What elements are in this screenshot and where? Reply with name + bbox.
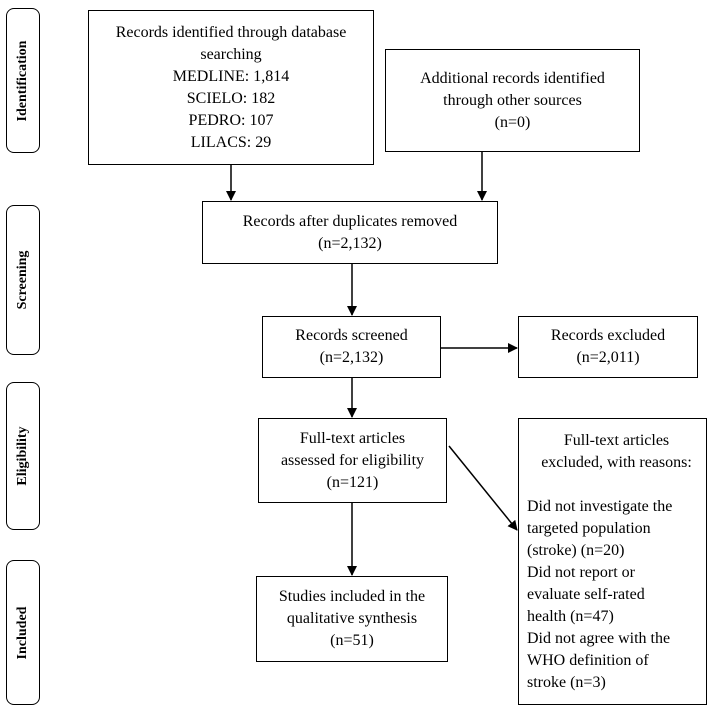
records-screened-line: (n=2,132) [319, 349, 384, 366]
records-screened-box: Records screened (n=2,132) [262, 316, 441, 378]
records-excluded-box: Records excluded (n=2,011) [518, 316, 698, 378]
exclusion-reason-line: WHO definition of [527, 651, 649, 669]
full-text-assessed-line: assessed for eligibility [280, 451, 425, 469]
exclusion-reason-line: stroke (n=3) [527, 673, 606, 691]
database-line: LILACS: 29 [190, 133, 272, 151]
records-excluded-line: Records excluded [550, 327, 666, 344]
other-sources-line: through other sources [443, 91, 582, 109]
full-text-assessed-box: Full-text articles assessed for eligibil… [258, 418, 447, 503]
database-records-box: Records identified through database sear… [88, 10, 374, 165]
stage-included: Included [6, 560, 40, 705]
exclusion-reason-line: Did not investigate the [527, 497, 673, 515]
database-line: searching [200, 45, 262, 63]
records-excluded-line: (n=2,011) [576, 349, 640, 366]
database-line: SCIELO: 182 [186, 89, 276, 107]
exclusion-reason-line: Did not agree with the [527, 629, 671, 647]
records-screened-line: Records screened [295, 327, 408, 344]
duplicates-removed-line: Records after duplicates removed [242, 212, 458, 230]
exclusion-reason-line: Did not report or [527, 563, 635, 581]
full-text-excluded-heading: Full-text articles [563, 431, 670, 449]
full-text-excluded-box: Full-text articles excluded, with reason… [518, 418, 707, 705]
duplicates-removed-line: (n=2,132) [318, 234, 382, 252]
duplicates-removed-box: Records after duplicates removed (n=2,13… [202, 201, 498, 264]
other-sources-line: Additional records identified [420, 69, 605, 87]
exclusion-reason-line: targeted population [527, 519, 651, 537]
exclusion-reason-line: (stroke) (n=20) [527, 541, 625, 559]
database-line: MEDLINE: 1,814 [172, 67, 290, 85]
stage-eligibility-label: Eligibility [15, 426, 30, 486]
stage-eligibility: Eligibility [6, 382, 40, 530]
studies-included-box: Studies included in the qualitative synt… [256, 576, 448, 662]
stage-identification-label: Identification [15, 40, 30, 121]
exclusion-reason-line: evaluate self-rated [527, 585, 645, 603]
stage-identification: Identification [6, 8, 40, 153]
database-line: PEDRO: 107 [188, 111, 274, 129]
other-sources-box: Additional records identified through ot… [385, 49, 640, 152]
studies-included-line: (n=51) [330, 632, 374, 649]
studies-included-line: Studies included in the [278, 588, 426, 605]
other-sources-line: (n=0) [494, 113, 531, 131]
stage-included-label: Included [15, 606, 30, 659]
full-text-assessed-line: Full-text articles [299, 429, 406, 447]
stage-screening: Screening [6, 205, 40, 355]
stage-screening-label: Screening [15, 250, 30, 310]
exclusion-reason-line: health (n=47) [527, 607, 614, 625]
arrow-full-text-to-excluded [448, 445, 518, 531]
database-line: Records identified through database [115, 23, 347, 41]
studies-included-line: qualitative synthesis [286, 610, 418, 627]
full-text-assessed-line: (n=121) [326, 473, 379, 491]
full-text-excluded-heading: excluded, with reasons: [541, 453, 692, 471]
